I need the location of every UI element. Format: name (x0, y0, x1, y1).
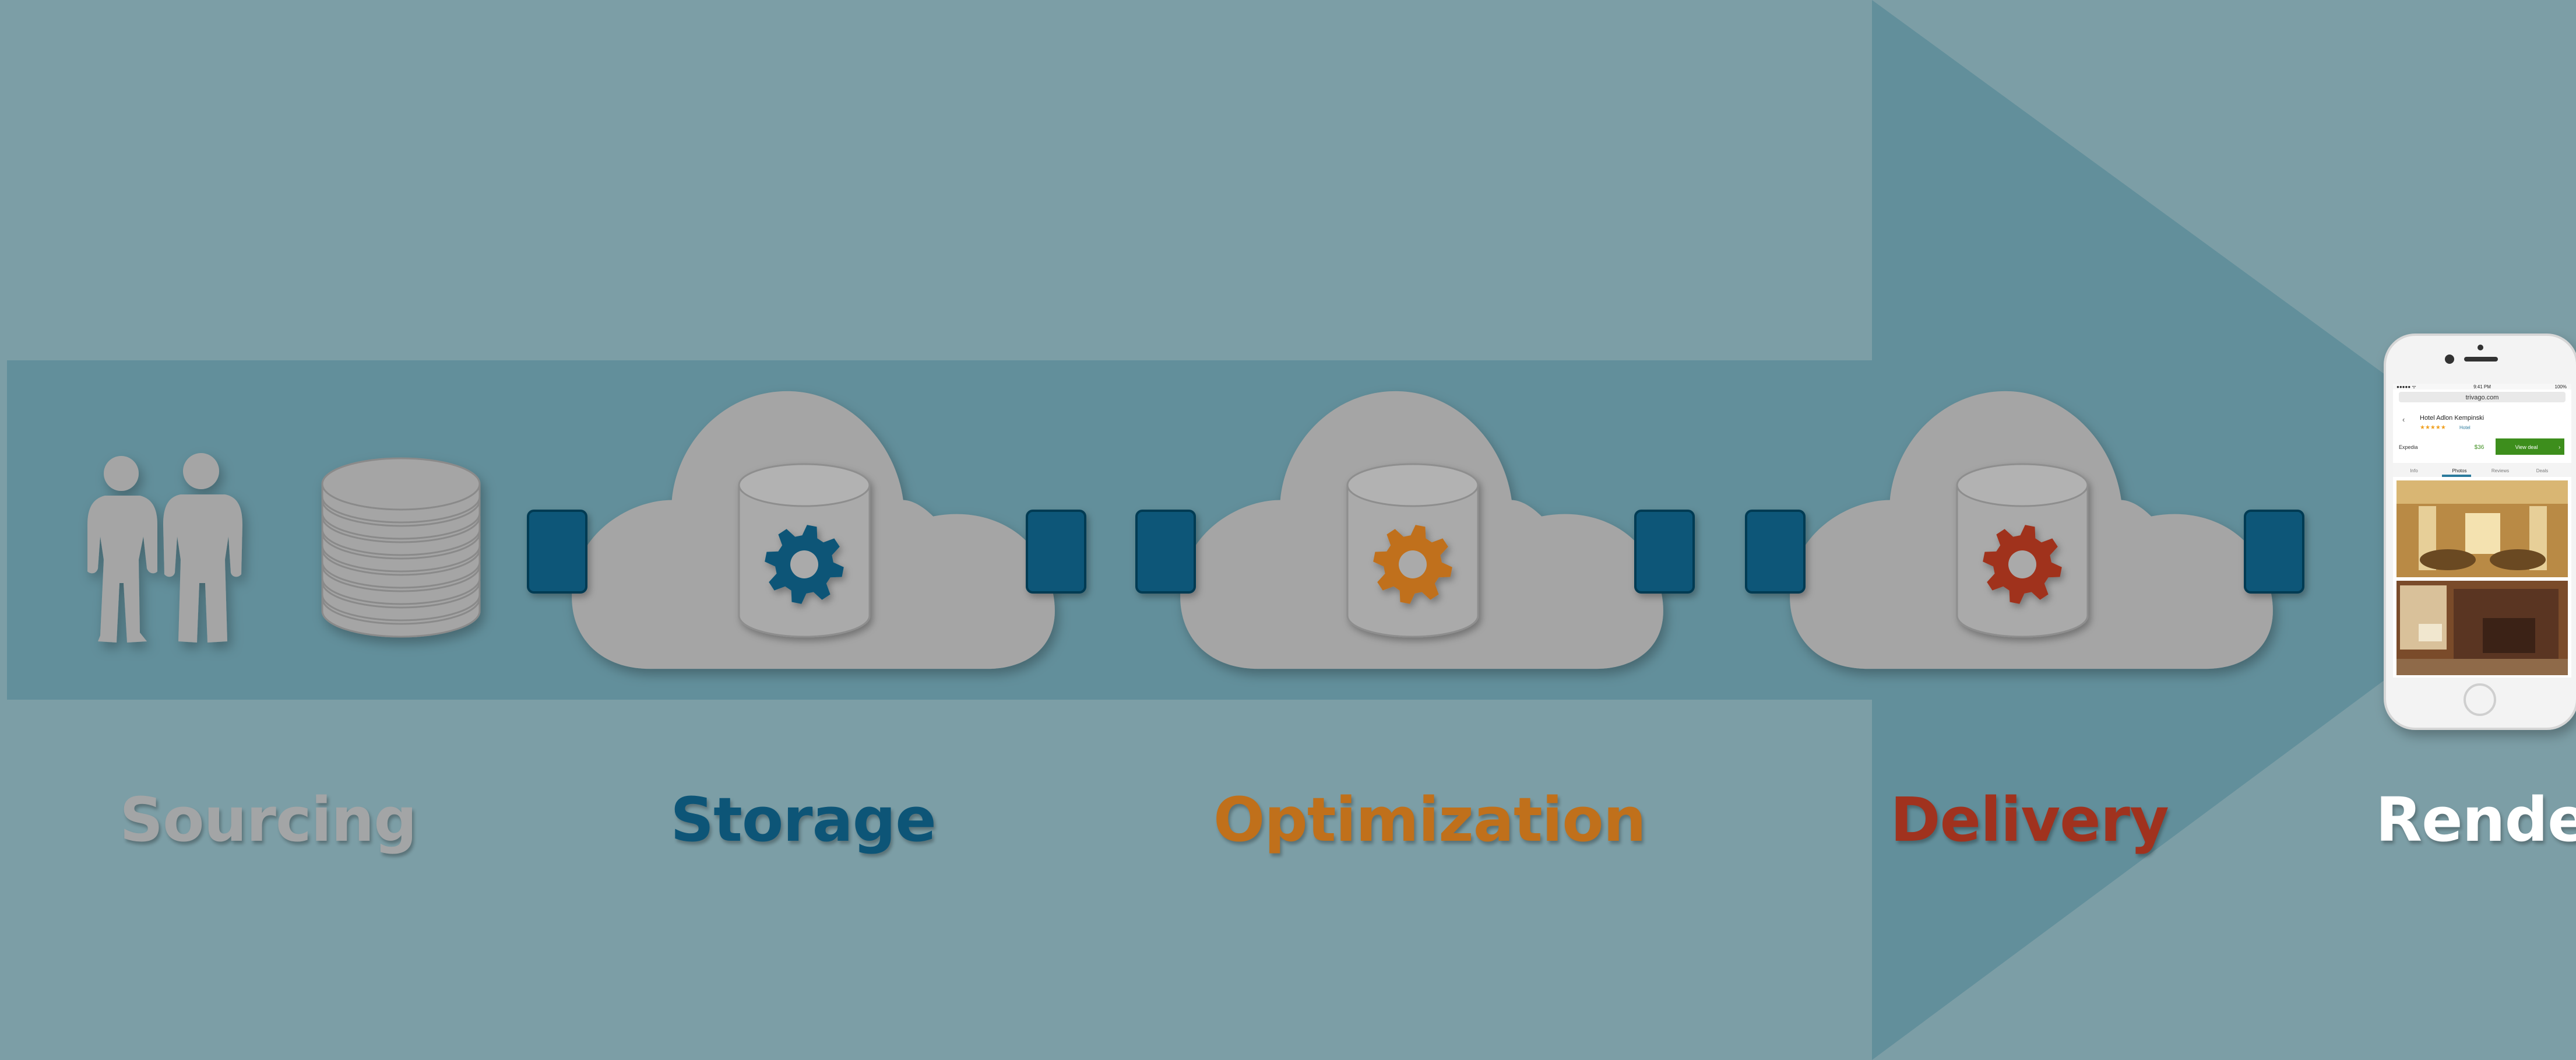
stage-label-delivery: Delivery (1890, 784, 2169, 855)
phone-chevron-icon: › (2559, 444, 2560, 451)
connector-port-icon (2244, 510, 2304, 594)
phone-rating-text: Hotel (2459, 425, 2471, 430)
phone-tab-photos[interactable]: Photos (2452, 468, 2467, 473)
pipeline-arrow (7, 0, 2390, 1060)
gear-icon (1983, 525, 2062, 604)
phone-hotel-name: Hotel Adlon Kempinski (2420, 415, 2484, 422)
delivery-cloud (1745, 391, 2304, 669)
phone-deal-button[interactable]: View deal (2515, 444, 2538, 450)
database-stack-icon (321, 457, 481, 638)
phone-deal-site: Expedia (2399, 444, 2418, 450)
phone-battery: 100% (2555, 384, 2567, 389)
stage-label-sourcing: Sourcing (119, 784, 417, 855)
connector-port-icon (1634, 510, 1695, 594)
people-icon (87, 453, 242, 643)
gear-icon (1373, 525, 1452, 604)
stage-label-optimization: Optimization (1213, 784, 1646, 855)
phone-tab-info[interactable]: Info (2410, 468, 2418, 473)
phone-carrier: ●●●●● ᯤ (2396, 384, 2416, 389)
connector-port-icon (1745, 510, 1806, 594)
phone-price: $36 (2475, 444, 2484, 451)
gear-icon (765, 525, 844, 604)
phone-back-icon[interactable]: ‹ (2402, 415, 2405, 424)
stage-label-render: Render (2376, 784, 2576, 855)
phone-stars: ★★★★★ (2420, 424, 2446, 431)
storage-cloud (527, 391, 1086, 669)
optimization-cloud (1135, 391, 1695, 669)
phone-tab-reviews[interactable]: Reviews (2491, 468, 2509, 473)
phone-time: 9:41 PM (2473, 384, 2491, 389)
connector-port-icon (1135, 510, 1196, 594)
connector-port-icon (527, 510, 587, 594)
phone-url[interactable]: trivago.com (2466, 394, 2499, 401)
connector-port-icon (1026, 510, 1086, 594)
phone-tab-deals[interactable]: Deals (2536, 468, 2548, 473)
stage-label-storage: Storage (670, 784, 937, 855)
phone-icon (2384, 334, 2576, 730)
